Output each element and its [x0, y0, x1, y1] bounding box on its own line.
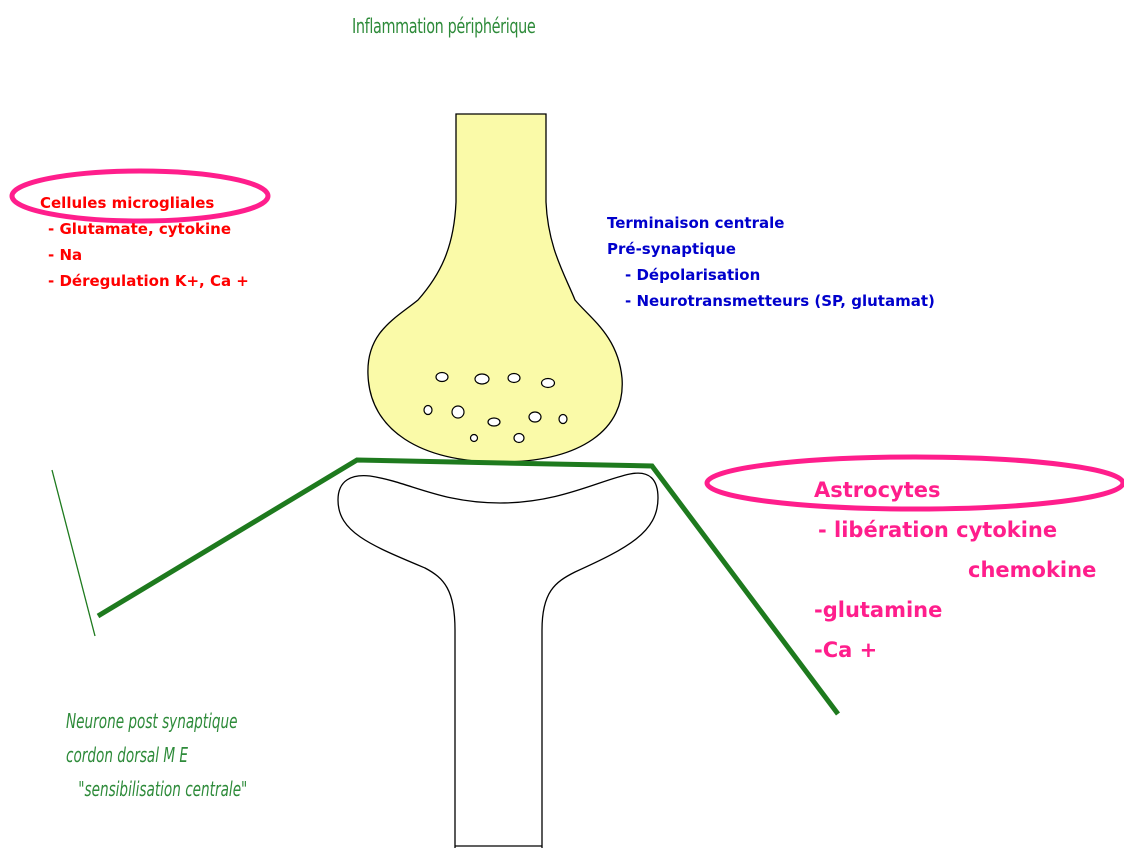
microglia-item: - Glutamate, cytokine	[40, 216, 249, 242]
presynaptic-line: Pré-synaptique	[607, 236, 935, 262]
presynaptic-item: - Neurotransmetteurs (SP, glutamat)	[607, 288, 935, 314]
vesicle	[436, 373, 448, 382]
astrocytes-heading: Astrocytes	[814, 470, 1096, 510]
postsynaptic-line: cordon dorsal M E	[66, 738, 247, 772]
postsynaptic-line: "sensibilisation centrale"	[66, 772, 247, 806]
vesicle	[471, 435, 478, 442]
astrocytes-item: -glutamine	[814, 590, 1096, 630]
postsynaptic-line: Neurone post synaptique	[66, 704, 247, 738]
astrocytes-item: - libération cytokine	[814, 510, 1096, 550]
presynaptic-item: - Dépolarisation	[607, 262, 935, 288]
vesicle	[488, 418, 500, 426]
microglia-item: - Déregulation K+, Ca +	[40, 268, 249, 294]
presynaptic-label-block: Terminaison centrale Pré-synaptique - Dé…	[607, 210, 935, 314]
presynaptic-terminal	[368, 114, 622, 462]
microglia-label-block: Cellules microgliales - Glutamate, cytok…	[40, 190, 249, 294]
glia-membrane-line	[98, 460, 838, 714]
vesicle	[514, 434, 524, 443]
astrocytes-item: -Ca +	[814, 630, 1096, 670]
vesicle	[529, 412, 541, 422]
vesicle	[508, 374, 520, 383]
vesicle	[424, 406, 432, 415]
astrocytes-item: chemokine	[814, 550, 1096, 590]
glia-thin-line	[52, 470, 95, 636]
postsynaptic-label-block: Neurone post synaptique cordon dorsal M …	[66, 704, 247, 806]
vesicle	[542, 379, 555, 388]
vesicle	[452, 406, 464, 418]
vesicle	[559, 415, 567, 424]
vesicle	[475, 374, 489, 384]
microglia-item: - Na	[40, 242, 249, 268]
astrocytes-label-block: Astrocytes - libération cytokine chemoki…	[814, 470, 1096, 670]
microglia-heading: Cellules microgliales	[40, 190, 249, 216]
presynaptic-line: Terminaison centrale	[607, 210, 935, 236]
postsynaptic-neuron	[338, 473, 658, 848]
diagram-title: Inflammation périphérique	[352, 14, 535, 38]
